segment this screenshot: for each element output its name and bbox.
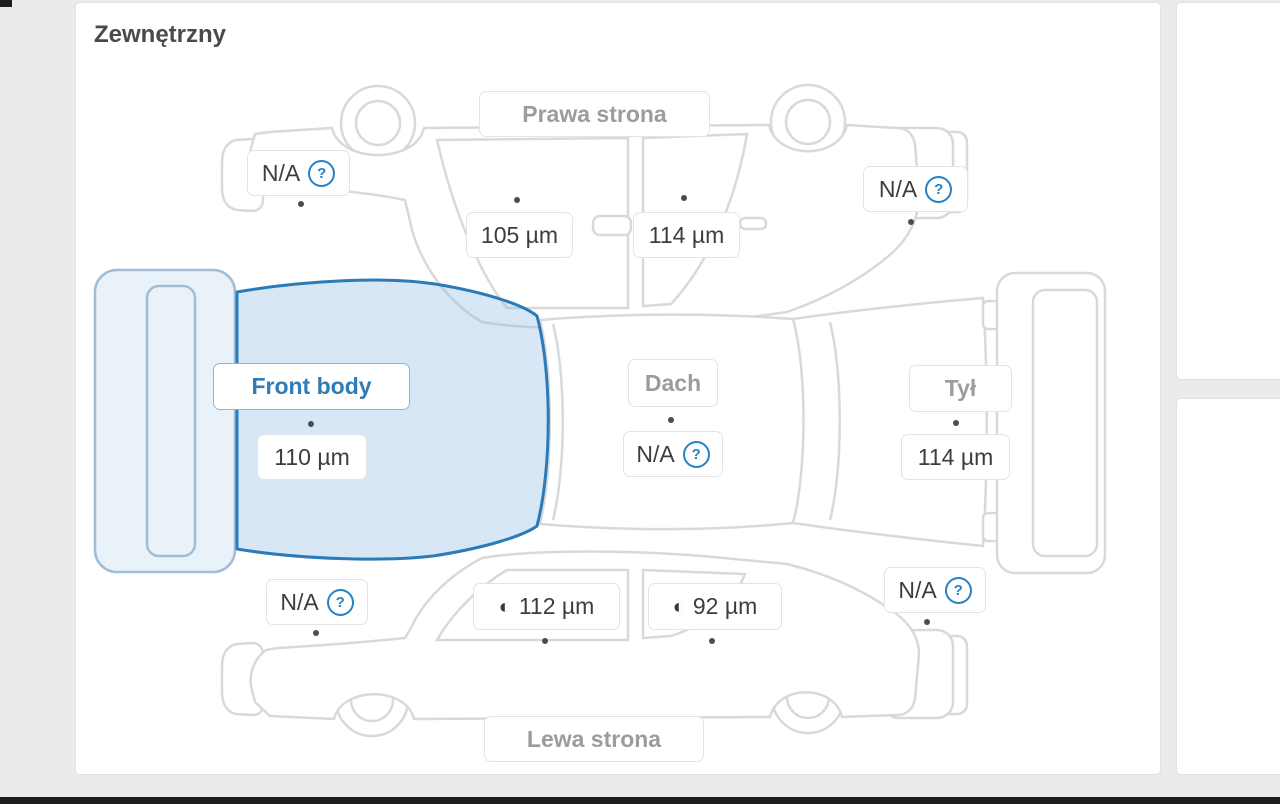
mirror-icon: [591, 214, 633, 237]
pointer-dot: [953, 420, 959, 426]
caption-right-side: Prawa strona: [479, 91, 710, 137]
measurement-value: N/A: [261, 159, 301, 186]
page-title: Zewnętrzny: [94, 21, 227, 48]
pointer-dot: [298, 201, 304, 207]
windshield-line: [551, 323, 564, 521]
half-filled-circle-icon: ◐: [498, 595, 511, 618]
pointer-dot: [908, 219, 914, 225]
pointer-dot: [313, 630, 319, 636]
front-body-zone[interactable]: [235, 278, 550, 561]
measurement-value: 112 µm: [518, 593, 595, 619]
help-icon[interactable]: ?: [925, 175, 953, 203]
door-handle-icon: [738, 216, 768, 231]
caption-label: Prawa strona: [522, 100, 667, 127]
pointer-dot: [514, 197, 520, 203]
help-icon[interactable]: ?: [308, 159, 336, 187]
help-icon[interactable]: ?: [944, 576, 972, 604]
measurement-front-fender-right[interactable]: N/A ?: [247, 150, 350, 196]
measurement-rear-door-left[interactable]: ◐ 92 µm: [648, 583, 782, 630]
help-icon[interactable]: ?: [326, 588, 354, 616]
front-bumper-top-view: [93, 268, 237, 574]
zone-label-front-body[interactable]: Front body: [213, 363, 410, 410]
trunk-zone[interactable]: [791, 296, 988, 548]
pointer-dot: [924, 619, 930, 625]
measurement-value: 114 µm: [648, 221, 725, 248]
pointer-dot: [681, 195, 687, 201]
pointer-dot: [308, 421, 314, 427]
bottom-bar: [0, 797, 1280, 804]
measurement-rear-fender-right[interactable]: N/A ?: [863, 166, 968, 212]
sidebar-card-top: [1176, 2, 1280, 380]
measurement-front-fender-left[interactable]: N/A ?: [266, 579, 368, 625]
measurement-rear-fender-left[interactable]: N/A ?: [884, 567, 986, 613]
measurement-front-door-left[interactable]: ◐ 112 µm: [473, 583, 620, 630]
measurement-rear[interactable]: 114 µm: [901, 434, 1010, 480]
car-top-view: [93, 268, 1107, 575]
half-filled-circle-icon: ◐: [672, 595, 685, 618]
measurement-value: 110 µm: [274, 443, 350, 470]
measurement-value: N/A: [636, 440, 675, 467]
zone-label-rear[interactable]: Tył: [909, 365, 1012, 412]
measurement-value: N/A: [280, 588, 319, 615]
zone-label: Tył: [944, 375, 977, 401]
measurement-value: 105 µm: [480, 221, 559, 248]
corner-mark: [0, 0, 12, 7]
caption-label: Lewa strona: [526, 725, 662, 752]
measurement-front-body[interactable]: 110 µm: [257, 434, 367, 480]
pointer-dot: [542, 638, 548, 644]
measurement-roof[interactable]: N/A ?: [623, 431, 723, 477]
measurement-value: 114 µm: [917, 443, 994, 470]
zone-label: Dach: [644, 369, 702, 396]
help-icon[interactable]: ?: [682, 440, 710, 468]
measurement-value: N/A: [878, 175, 918, 202]
sidebar-card-bottom: [1176, 398, 1280, 775]
zone-label-roof[interactable]: Dach: [628, 359, 718, 407]
pointer-dot: [709, 638, 715, 644]
measurement-value: 92 µm: [692, 593, 758, 619]
caption-left-side: Lewa strona: [484, 716, 704, 762]
pointer-dot: [668, 417, 674, 423]
zone-label: Front body: [251, 373, 372, 399]
rear-window-line: [828, 321, 841, 521]
measurement-value: N/A: [898, 576, 937, 603]
measurement-rear-door-right[interactable]: 114 µm: [633, 212, 740, 258]
rear-bumper-top-view: [981, 271, 1107, 575]
measurement-front-door-right[interactable]: 105 µm: [466, 212, 573, 258]
